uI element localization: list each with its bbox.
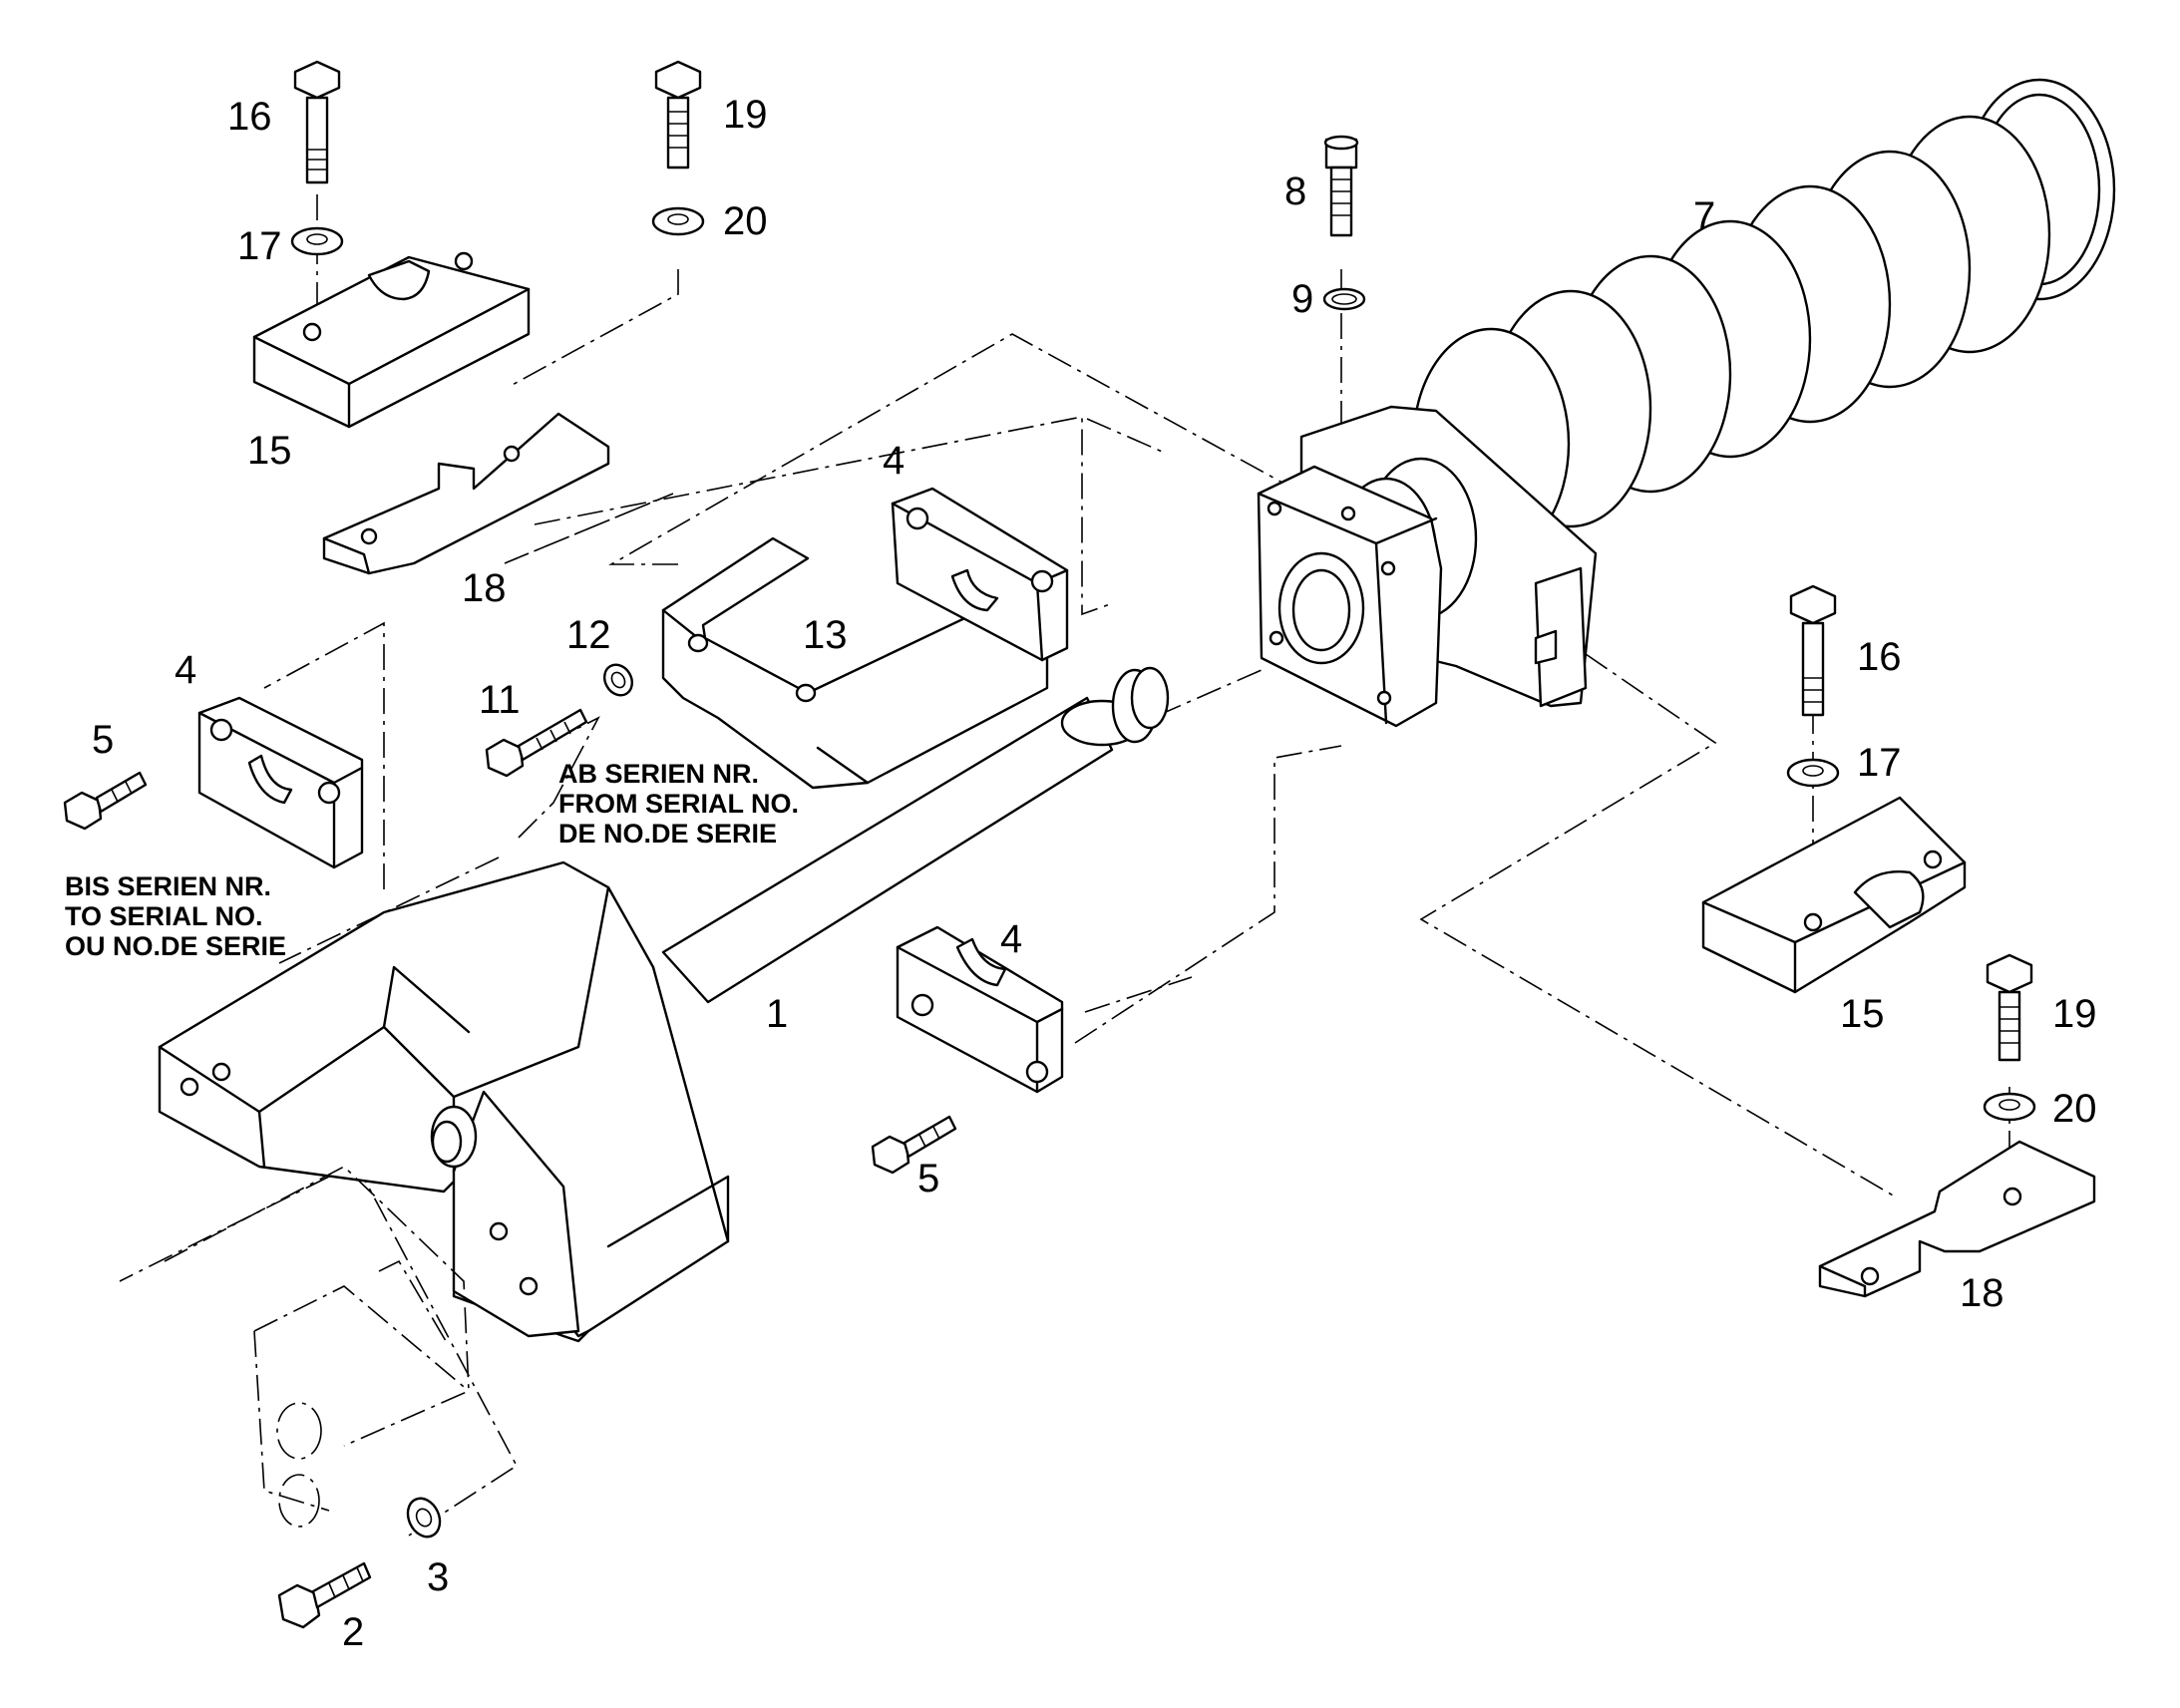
plate-part-18-lower (1818, 1140, 2096, 1298)
callout-20-lower: 20 (2052, 1087, 2097, 1131)
seal-ring-part-9 (1322, 287, 1366, 311)
note-from-line-1: AB SERIEN NR. (558, 759, 759, 789)
serial-note-from: AB SERIEN NR. FROM SERIAL NO. DE NO.DE S… (558, 759, 799, 849)
callout-4-left: 4 (175, 648, 196, 692)
screw-part-5-lower (871, 1115, 957, 1175)
callout-18-upper: 18 (462, 566, 507, 610)
note-to-line-2: TO SERIAL NO. (65, 901, 263, 931)
callout-18-lower: 18 (1960, 1271, 2004, 1315)
callout-2: 2 (342, 1610, 364, 1654)
screw-part-11 (485, 708, 588, 778)
note-to-line-3: OU NO.DE SERIE (65, 931, 286, 961)
washer-part-12 (602, 663, 634, 697)
washer-part-20-lower (1983, 1092, 2036, 1122)
callout-13: 13 (803, 613, 848, 657)
grease-fitting-part-8 (1323, 135, 1359, 237)
callout-9: 9 (1291, 277, 1313, 321)
phantom-bracket (164, 1166, 470, 1528)
callout-12: 12 (566, 613, 611, 657)
bolt-part-19-lower (1986, 953, 2033, 1062)
bolt-part-2 (277, 1561, 372, 1629)
block-part-15-lower (1701, 796, 1967, 994)
plate-part-18-upper (322, 412, 610, 575)
callout-15-lower: 15 (1840, 992, 1885, 1036)
callout-5-lower: 5 (917, 1157, 939, 1200)
serial-note-to: BIS SERIEN NR. TO SERIAL NO. OU NO.DE SE… (65, 871, 286, 961)
square-flange (1257, 465, 1443, 728)
callout-11: 11 (479, 678, 521, 722)
clamp-part-4-left (197, 696, 364, 869)
screw-part-5-left (63, 771, 148, 831)
clamp-part-4-upper (891, 487, 1069, 662)
assembly-lines (119, 194, 2010, 1537)
callout-5-left: 5 (92, 718, 114, 762)
note-to-line-1: BIS SERIEN NR. (65, 871, 271, 901)
callout-8: 8 (1284, 170, 1306, 213)
callout-4-upper: 4 (883, 439, 905, 483)
bolt-part-19-upper (654, 60, 702, 170)
washer-part-17-upper (290, 226, 344, 256)
note-from-line-2: FROM SERIAL NO. (558, 789, 799, 819)
callout-20-upper: 20 (723, 199, 768, 243)
callout-19-lower: 19 (2052, 992, 2097, 1036)
callout-15-upper: 15 (247, 429, 292, 473)
callout-16-upper: 16 (227, 95, 272, 139)
callout-3: 3 (427, 1555, 449, 1599)
note-from-line-3: DE NO.DE SERIE (558, 819, 777, 849)
clamp-part-4-lower (896, 925, 1064, 1094)
callout-17-lower: 17 (1857, 741, 1902, 785)
block-part-15-upper (252, 251, 531, 429)
callout-17-upper: 17 (237, 224, 282, 268)
bolt-part-16-lower (1789, 584, 1837, 717)
callout-7: 7 (1693, 194, 1715, 238)
washer-part-20-upper (651, 206, 705, 236)
bolt-part-16-upper (293, 60, 341, 184)
bellows-part-7 (1411, 78, 2116, 560)
frame-part-1 (158, 666, 1170, 1343)
callout-4-lower: 4 (1000, 917, 1022, 961)
washer-part-3 (406, 1497, 442, 1538)
callouts: 1 2 3 4 4 4 5 5 7 8 9 11 12 13 15 15 16 … (92, 93, 2097, 1654)
washer-part-17-lower (1786, 758, 1840, 788)
callout-16-lower: 16 (1857, 635, 1902, 679)
callout-1: 1 (766, 992, 788, 1036)
callout-19-upper: 19 (723, 93, 768, 137)
